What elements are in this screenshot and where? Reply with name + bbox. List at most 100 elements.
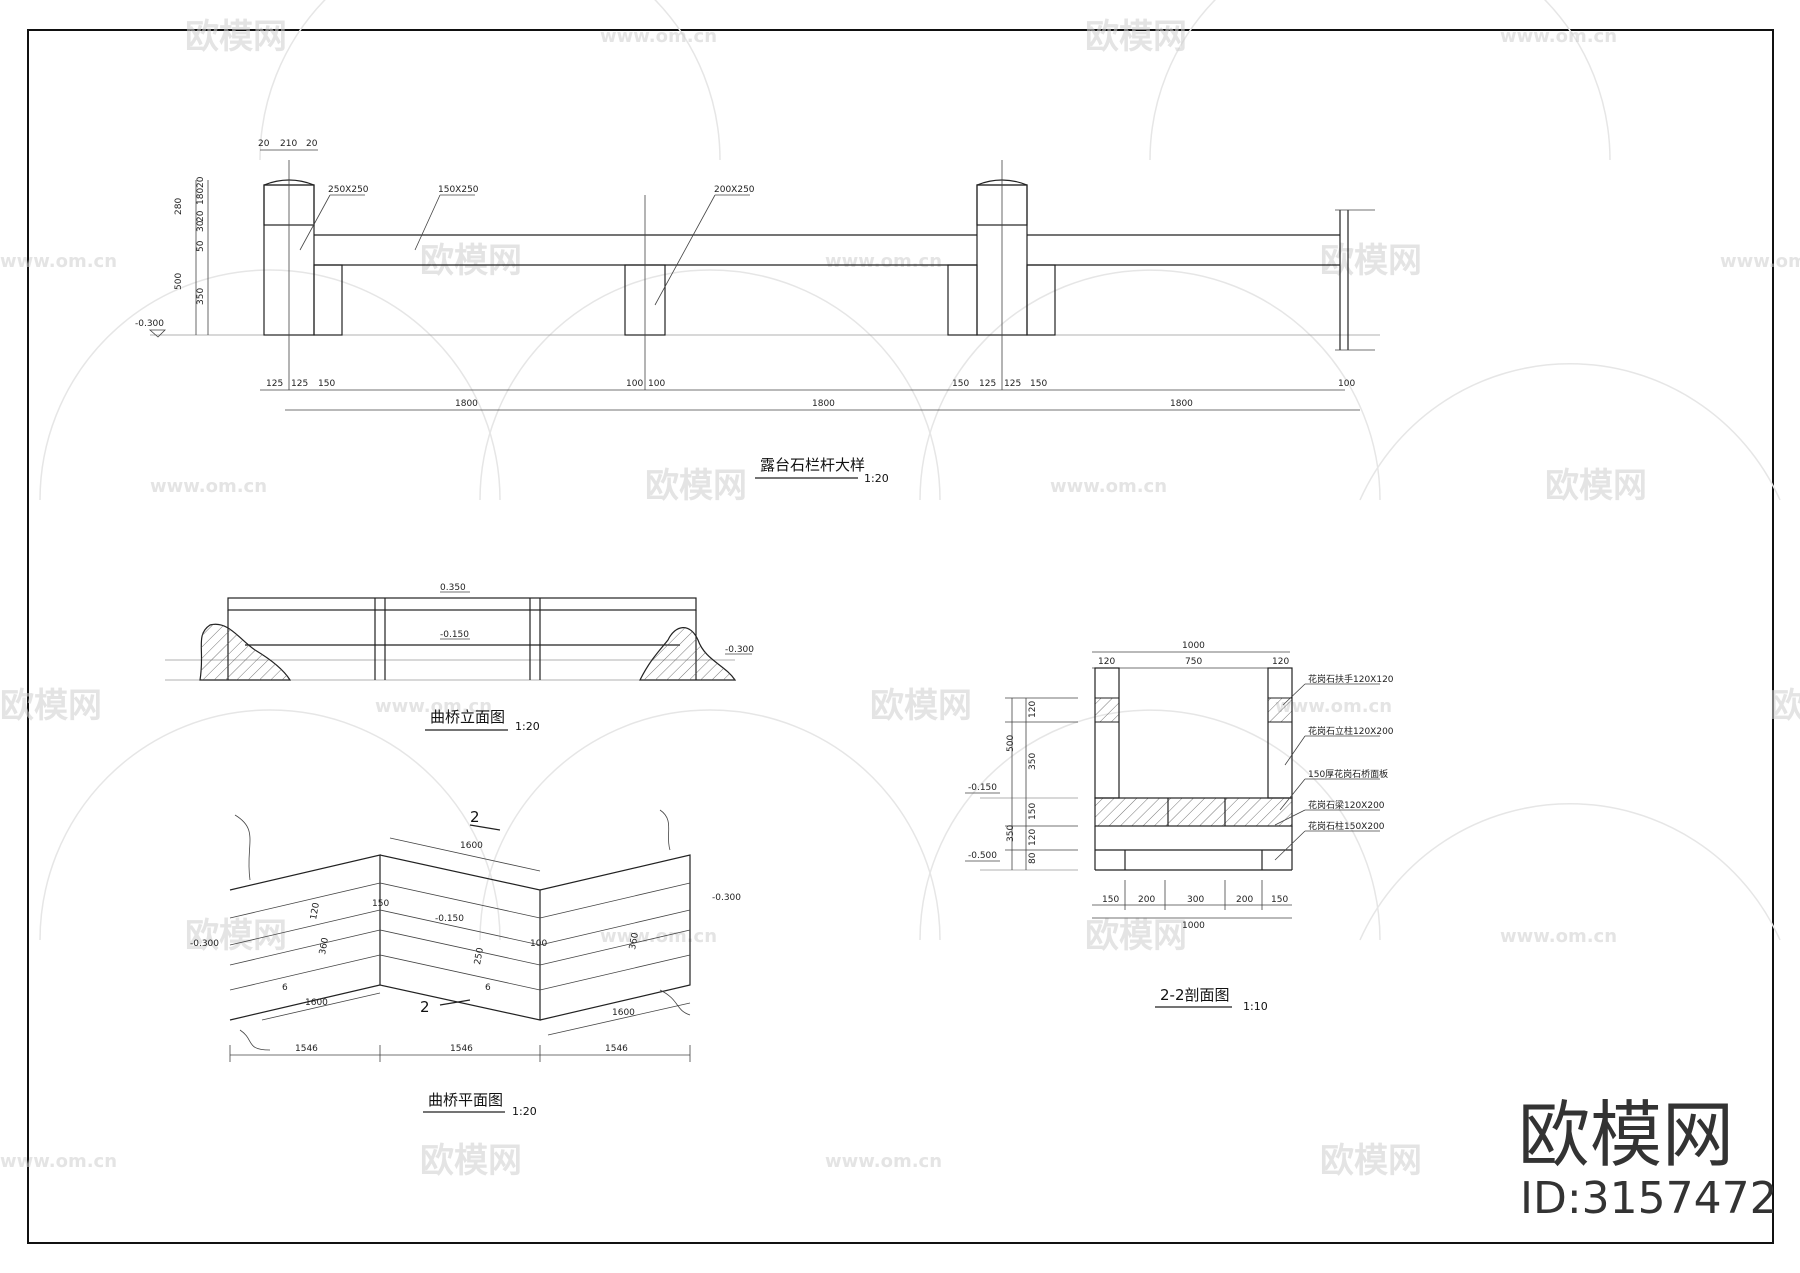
elev-text: -0.300 (725, 645, 754, 655)
watermark-site: www.om.cn (1500, 26, 1617, 47)
note-text: 花岗石立柱120X200 (1308, 725, 1394, 737)
watermark-site: www.om.cn (600, 926, 717, 947)
railing-title: 露台石栏杆大样 (760, 456, 865, 474)
dim-text: 360 (628, 932, 641, 951)
dim-text: 250 (473, 947, 486, 966)
dim-text: 350 (196, 288, 206, 305)
bridge-plan: 2 2 1600 1600 1600 120 360 250 360 150 1… (190, 808, 741, 1118)
elev-text: -0.150 (435, 914, 464, 924)
angle-text: 6 (282, 983, 288, 993)
dim-text: 150 (1030, 379, 1047, 389)
dim-text: 180 (196, 188, 206, 205)
dim-text: 20 (196, 176, 206, 188)
bridge-plan-scale: 1:20 (512, 1105, 537, 1118)
dim-text: 200 (1138, 895, 1155, 905)
watermark-site: www.om.cn (375, 696, 492, 717)
dim-text: 50 (196, 240, 206, 252)
dim-text: 120 (1028, 829, 1038, 846)
dim-text: 300 (1187, 895, 1204, 905)
watermark-site: www.om.cn (1720, 251, 1800, 272)
dim-text: 125 (291, 379, 308, 389)
watermark-brand: 欧模网 (0, 686, 102, 726)
watermark-brand: 欧模网 (645, 466, 747, 506)
dim-text: 120 (309, 902, 322, 921)
note-text: 150厚花岗石桥面板 (1308, 768, 1388, 780)
section-mark: 2 (420, 998, 430, 1016)
bridge-elevation-title: 曲桥立面图 (430, 708, 505, 726)
dim-text: 100 (626, 379, 643, 389)
section-title: 2-2剖面图 (1160, 986, 1230, 1004)
dim-text: 150 (952, 379, 969, 389)
note-text: 花岗石柱150X200 (1308, 820, 1385, 832)
elev-text: -0.150 (440, 630, 469, 640)
bridge-plan-title: 曲桥平面图 (428, 1091, 503, 1109)
dim-text: 350 (1006, 825, 1016, 842)
dim-text: 150 (1102, 895, 1119, 905)
elev-text: -0.300 (190, 939, 219, 949)
dim-text: 120 (1272, 657, 1289, 667)
callout-text: 250X250 (328, 185, 369, 195)
dim-text: 20 (196, 210, 206, 222)
watermark-site: www.om.cn (825, 251, 942, 272)
callout-text: 150X250 (438, 185, 479, 195)
dim-text: 20 (306, 139, 318, 149)
dim-text: 150 (1028, 803, 1038, 820)
section-2-2: 1000 120 750 120 120 500 350 150 (965, 641, 1394, 1013)
dim-text: 150 (1271, 895, 1288, 905)
watermark-site: www.om.cn (600, 26, 717, 47)
dim-text: 120 (1028, 701, 1038, 718)
elev-text: -0.500 (968, 851, 997, 861)
dim-text: 210 (280, 139, 297, 149)
bridge-elevation-scale: 1:20 (515, 720, 540, 733)
dim-text: 280 (174, 198, 184, 215)
dim-text: 125 (979, 379, 996, 389)
dim-text: 500 (174, 273, 184, 290)
watermark-site: www.om.cn (1275, 696, 1392, 717)
dim-text: 1800 (455, 399, 478, 409)
watermark-brand: 欧模网 (420, 1141, 522, 1181)
watermark-brand: 欧模网 (1320, 1141, 1422, 1181)
dim-text: 1800 (1170, 399, 1193, 409)
watermark-site: www.om.cn (0, 251, 117, 272)
section-notes: 花岗石扶手120X120 花岗石立柱120X200 150厚花岗石桥面板 花岗石… (1274, 673, 1394, 861)
railing-detail: 20 210 20 280 20 180 20 30 50 350 500 -0… (135, 139, 1380, 485)
dim-text: 100 (1338, 379, 1355, 389)
watermark-site: www.om.cn (1500, 926, 1617, 947)
callout-text: 200X250 (714, 185, 755, 195)
dim-text: 150 (372, 899, 389, 909)
elev-text: -0.300 (712, 893, 741, 903)
dim-text: 1600 (460, 841, 483, 851)
watermark-site: www.om.cn (1050, 476, 1167, 497)
watermark-brand: 欧模网 (1085, 916, 1187, 956)
dim-text: 150 (318, 379, 335, 389)
watermark-brand: 欧模网 (1320, 241, 1422, 281)
section-scale: 1:10 (1243, 1000, 1268, 1013)
dim-text: 1600 (612, 1008, 635, 1018)
dim-text: 350 (1028, 753, 1038, 770)
watermark-small-group: 欧模网 www.om.cn 欧模网 www.om.cn www.om.cn 欧模… (0, 17, 1800, 1181)
sheet-border (27, 29, 1774, 1244)
note-text: 花岗石梁120X200 (1308, 799, 1385, 811)
watermark-brand: 欧模网 (185, 17, 287, 57)
dim-text: 1546 (605, 1044, 628, 1054)
dim-text: 200 (1236, 895, 1253, 905)
dim-text: 750 (1185, 657, 1202, 667)
dim-text: 100 (530, 939, 547, 949)
watermark-id: ID:3157472 (1520, 1173, 1778, 1224)
dim-text: 1000 (1182, 921, 1205, 931)
dim-text: 1546 (450, 1044, 473, 1054)
elev-text: -0.300 (135, 319, 164, 329)
section-mark: 2 (470, 808, 480, 826)
railing-scale: 1:20 (864, 472, 889, 485)
watermark-arcs (39, 0, 1781, 941)
dim-text: 125 (1004, 379, 1021, 389)
watermark-brand: 欧模网 (1545, 466, 1647, 506)
elev-text: 0.350 (440, 583, 466, 593)
watermark-brand: 欧模网 (1085, 17, 1187, 57)
dim-text: 125 (266, 379, 283, 389)
watermark-brand: 欧模网 (1770, 686, 1800, 726)
dim-text: 80 (1028, 852, 1038, 864)
dim-text: 120 (1098, 657, 1115, 667)
watermark-site: www.om.cn (150, 476, 267, 497)
